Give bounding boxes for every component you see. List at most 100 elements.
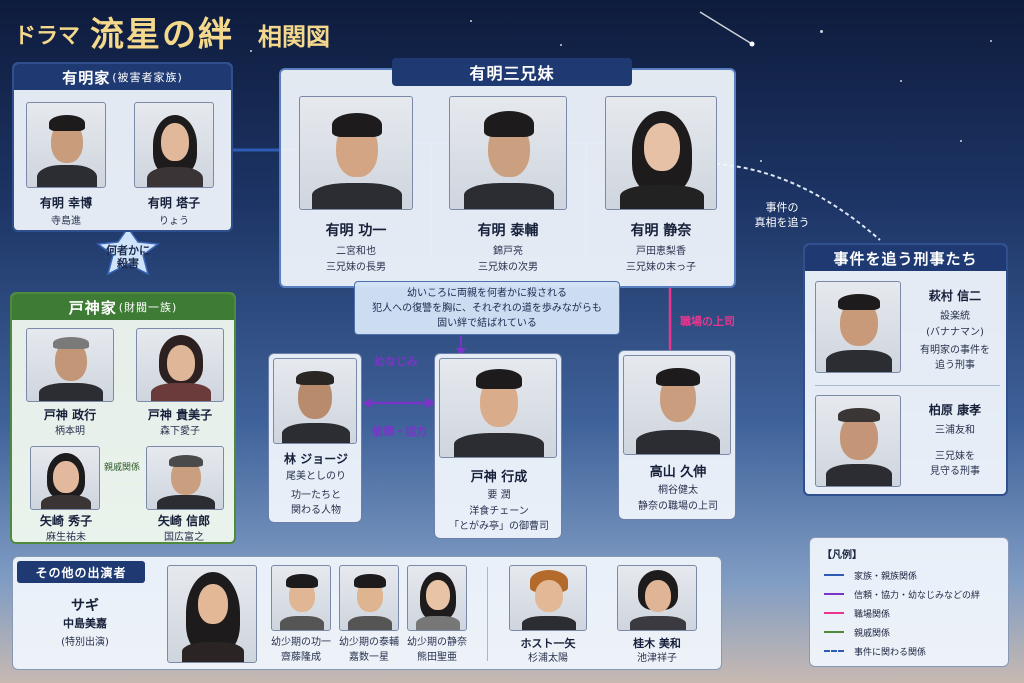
role-taisuke: 三兄妹の次男 bbox=[478, 262, 538, 273]
title-prefix: ドラマ bbox=[14, 23, 81, 49]
name-young-koichi: 幼少期の功一 bbox=[271, 637, 331, 648]
role-koichi: 三兄妹の長男 bbox=[326, 262, 386, 273]
actor-morishita: 森下愛子 bbox=[160, 426, 200, 437]
portrait-taisuke bbox=[449, 96, 567, 210]
portrait-young-koichi bbox=[271, 565, 331, 631]
osananajimi-label: 幼なじみ bbox=[374, 355, 418, 368]
others-header: その他の出演者 bbox=[17, 561, 145, 583]
name-shizuna: 有明 静奈 bbox=[630, 223, 692, 239]
portrait-nobuo bbox=[146, 446, 224, 510]
role-yukinari: 洋食チェーン 「とがみ亭」の御曹司 bbox=[449, 506, 549, 532]
actor-kakazu: 嘉数一星 bbox=[349, 652, 389, 663]
actor-ikezu: 池津祥子 bbox=[637, 653, 677, 664]
portrait-sagi bbox=[167, 565, 257, 663]
name-young-shizuna: 幼少期の静奈 bbox=[407, 637, 467, 648]
role-takayama: 静奈の職場の上司 bbox=[638, 501, 718, 512]
actor-toda: 戸田恵梨香 bbox=[636, 246, 686, 257]
note-line-3: 固い絆で結ばれている bbox=[437, 318, 537, 329]
others-panel: その他の出演者 サギ 中島美嘉 (特別出演) 幼少期の功一 齋藤隆成 幼少期の泰… bbox=[12, 556, 722, 670]
legend-family-label: 家族・親族関係 bbox=[854, 571, 918, 582]
page-title: ドラマ 流星の絆 相関図 bbox=[14, 10, 330, 56]
actor-ryo: りょう bbox=[159, 216, 189, 227]
detectives-header: 事件を追う刑事たち bbox=[805, 245, 1006, 271]
detectives-divider bbox=[815, 385, 1000, 386]
note-line-1: 幼いころに両親を何者かに殺される bbox=[407, 288, 567, 299]
portrait-george bbox=[273, 358, 357, 444]
star bbox=[990, 40, 992, 42]
portrait-shizuna bbox=[605, 96, 717, 210]
legend-swatch bbox=[824, 631, 844, 633]
portrait-hideko bbox=[30, 446, 100, 510]
name-george: 林 ジョージ bbox=[284, 452, 348, 466]
name-kashiwabara: 柏原 康孝 bbox=[928, 403, 982, 417]
legend-swatch bbox=[824, 574, 844, 576]
star bbox=[560, 44, 562, 46]
legend-bond-label: 信頼・協力・幼なじみなどの絆 bbox=[854, 590, 981, 601]
portrait-host-kazuya bbox=[509, 565, 587, 631]
portrait-toko bbox=[134, 102, 214, 188]
name-young-taisuke: 幼少期の泰輔 bbox=[339, 637, 399, 648]
name-sagi: サギ bbox=[71, 598, 99, 614]
arrow-left bbox=[362, 398, 372, 408]
name-nobuo: 矢崎 信郎 bbox=[157, 514, 211, 528]
portrait-masayuki bbox=[26, 328, 114, 402]
star bbox=[900, 80, 902, 82]
title-suffix: 相関図 bbox=[258, 22, 331, 51]
name-kimiko: 戸神 貴美子 bbox=[147, 408, 213, 422]
incident-label: 事件の 真相を追う bbox=[754, 201, 810, 229]
togamike-subtitle: (財閥一族) bbox=[118, 301, 178, 314]
name-masayuki: 戸神 政行 bbox=[43, 408, 97, 422]
legend-swatch bbox=[824, 612, 844, 614]
actor-nakashima: 中島美嘉 bbox=[63, 617, 107, 630]
legend-swatch bbox=[824, 593, 844, 595]
star bbox=[250, 50, 252, 52]
sibling-note: 幼いころに両親を何者かに殺される 犯人への復讐を胸に、それぞれの道を歩みながらも… bbox=[354, 281, 620, 335]
name-host-kazuya: ホスト一矢 bbox=[520, 637, 576, 650]
siblings-panel: 有明 功一 二宮和也 三兄妹の長男 有明 泰輔 錦戸亮 三兄妹の次男 有明 静奈… bbox=[279, 68, 736, 288]
portrait-koichi bbox=[299, 96, 413, 210]
murder-badge-burst bbox=[95, 226, 161, 276]
actor-ninomiya: 二宮和也 bbox=[336, 246, 376, 257]
actor-kaname: 要 潤 bbox=[487, 490, 511, 501]
name-hideko: 矢崎 秀子 bbox=[39, 514, 93, 528]
takayama-panel: 高山 久伸 桐谷健太 静奈の職場の上司 bbox=[618, 350, 736, 520]
murder-badge-label: 何者かに 殺害 bbox=[106, 244, 150, 270]
portrait-miwa bbox=[617, 565, 697, 631]
portrait-takayama bbox=[623, 355, 731, 455]
name-takayama: 高山 久伸 bbox=[649, 465, 707, 480]
actor-omi: 尾美としのり bbox=[286, 471, 346, 482]
role-george: 功一たちと 関わる人物 bbox=[291, 490, 341, 516]
portrait-young-taisuke bbox=[339, 565, 399, 631]
name-taisuke: 有明 泰輔 bbox=[477, 223, 539, 239]
name-koichi: 有明 功一 bbox=[325, 223, 387, 239]
name-toko: 有明 塔子 bbox=[147, 196, 201, 210]
actor-kumada: 熊田聖亜 bbox=[417, 652, 457, 663]
star bbox=[760, 160, 762, 162]
legend-incident-label: 事件に関わる関係 bbox=[854, 647, 927, 658]
portrait-yukihiro bbox=[26, 102, 106, 188]
actor-terajima: 寺島進 bbox=[51, 216, 81, 227]
title-main: 流星の絆 bbox=[90, 15, 235, 55]
name-yukihiro: 有明 幸博 bbox=[39, 196, 93, 210]
note-line-2: 犯人への復讐を胸に、それぞれの道を歩みながらも bbox=[372, 303, 602, 314]
actor-sugiura: 杉浦太陽 bbox=[528, 653, 568, 664]
actor-shitara: 設楽統 bbox=[940, 311, 970, 322]
portrait-young-shizuna bbox=[407, 565, 467, 631]
actor-note-bananaman: (バナナマン) bbox=[926, 327, 984, 338]
arimake-title: 有明家 bbox=[62, 68, 111, 87]
hayashi-panel: 林 ジョージ 尾美としのり 功一たちと 関わる人物 bbox=[268, 353, 362, 523]
others-divider bbox=[487, 567, 488, 661]
actor-aso: 麻生祐未 bbox=[46, 532, 86, 543]
legend-work: 職場関係 bbox=[824, 606, 890, 620]
actor-saito: 齋藤隆成 bbox=[281, 652, 321, 663]
name-yukinari: 戸神 行成 bbox=[470, 470, 528, 485]
legend-kin: 親戚関係 bbox=[824, 625, 890, 639]
role-hagimura: 有明家の事件を 追う刑事 bbox=[920, 345, 990, 371]
legend-panel: 【凡例】 家族・親族関係 信頼・協力・幼なじみなどの絆 職場関係 親戚関係 事件… bbox=[809, 537, 1009, 667]
togamike-header: 戸神家(財閥一族) bbox=[12, 294, 234, 320]
arimake-panel: 有明家(被害者家族) 有明 幸博 寺島進 有明 塔子 りょう bbox=[12, 62, 233, 232]
legend-family: 家族・親族関係 bbox=[824, 568, 917, 582]
togamike-title: 戸神家 bbox=[68, 298, 117, 317]
name-miwa: 桂木 美和 bbox=[633, 637, 681, 650]
togamike-panel: 戸神家(財閥一族) 戸神 政行 柄本明 戸神 貴美子 森下愛子 親戚関係 矢崎 … bbox=[10, 292, 236, 544]
